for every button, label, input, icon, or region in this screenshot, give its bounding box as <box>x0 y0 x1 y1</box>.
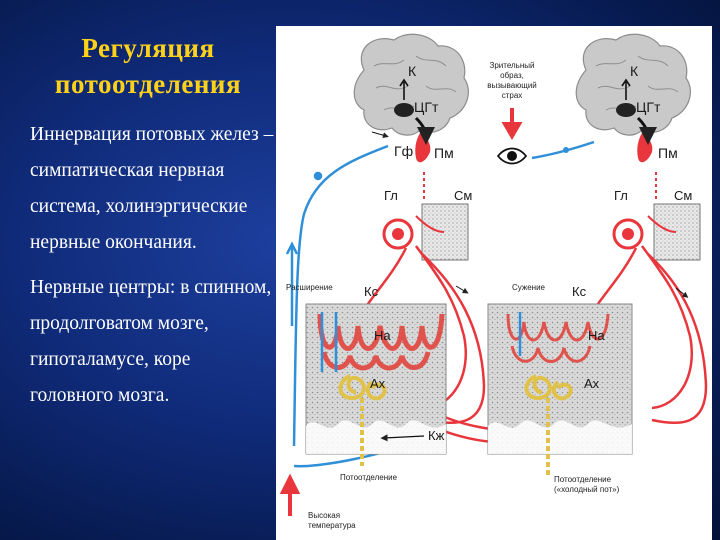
visual-label-line2: образ, <box>500 71 524 80</box>
right-brain-arrow-up <box>621 78 631 100</box>
middle-kzh-label: Кж <box>428 428 445 443</box>
slide-title-line1: Регуляция <box>81 33 215 63</box>
visual-label-line1: Зрительный <box>490 61 535 70</box>
left-sweat-label: Потоотделение <box>340 473 398 482</box>
fear-arrow-icon <box>501 108 523 140</box>
left-ganglion: Гл <box>382 188 414 250</box>
sweat-regulation-diagram: К ЦГт Гф Пм К ЦГт Пм Зрительный образ, в… <box>276 26 712 540</box>
left-vessel-state: Расширение <box>286 283 333 292</box>
heat-arrow-icon <box>279 473 301 516</box>
left-brain-arrow-down <box>414 116 435 145</box>
right-pituitary <box>637 130 653 163</box>
right-sweat-label-line1: Потоотделение <box>554 475 612 484</box>
left-brain: К ЦГт Гф Пм <box>353 33 469 163</box>
left-ks-label: Кс <box>364 284 379 299</box>
right-ax-label: Ах <box>584 376 600 391</box>
right-sweat-label-line2: («холодный пот») <box>554 485 620 494</box>
right-spinal-segment: См <box>647 172 701 261</box>
left-hypothalamus-marker <box>394 103 414 117</box>
slide-title: Регуляция потоотделения <box>30 30 266 102</box>
left-cgt-label: ЦГт <box>414 99 439 115</box>
left-gl-label: Гл <box>384 188 398 203</box>
visual-stimulus: Зрительный образ, вызывающий страх <box>487 61 595 165</box>
left-na-label: На <box>374 328 391 343</box>
left-pituitary <box>415 130 431 163</box>
left-sm-label: См <box>454 188 472 203</box>
right-ganglion: Гл <box>612 188 644 250</box>
heat-label-line2: температура <box>308 521 356 530</box>
right-brain-k-label: К <box>630 63 639 79</box>
left-gf-label: Гф <box>394 143 413 159</box>
left-spinal-segment: См <box>415 172 472 261</box>
kzh-arrow <box>380 434 425 442</box>
right-gl-label: Гл <box>614 188 628 203</box>
left-skin-block: Расширение Кс На Ах <box>286 283 447 466</box>
right-hypothalamus-marker <box>616 103 636 117</box>
slide-body: Иннервация потовых желез – симпатическая… <box>30 117 276 414</box>
left-ax-label: Ах <box>370 376 386 391</box>
visual-label-line4: страх <box>502 91 523 100</box>
right-na-label: На <box>588 328 605 343</box>
nerve-centers-paragraph: Нервные центры: в спинном, продолговатом… <box>30 277 272 406</box>
left-brain-k-label: К <box>408 63 417 79</box>
right-pm-label: Пм <box>658 145 678 161</box>
visual-label-line3: вызывающий <box>487 81 537 90</box>
right-ks-label: Кс <box>572 284 587 299</box>
right-vessel-state: Сужение <box>512 283 546 292</box>
right-sm-label: См <box>674 188 692 203</box>
flow-arrow-right-fiber <box>675 287 689 298</box>
left-pm-label: Пм <box>434 145 454 161</box>
right-brain-arrow-down <box>636 116 657 145</box>
right-skin-block: Сужение Кс На Ах <box>487 283 633 476</box>
flow-arrow-left-fiber <box>455 285 469 294</box>
heat-stimulus: Высокая температура <box>279 473 356 530</box>
innervation-paragraph: Иннервация потовых желез – симпатическая… <box>30 124 274 253</box>
left-brain-arrow-up <box>399 78 409 100</box>
eye-icon <box>496 147 528 165</box>
right-brain: К ЦГт Пм <box>575 33 691 163</box>
right-cgt-label: ЦГт <box>636 99 661 115</box>
heat-label-line1: Высокая <box>308 511 340 520</box>
flow-arrow-gf <box>371 131 389 139</box>
slide-title-line2: потоотделения <box>54 69 242 99</box>
